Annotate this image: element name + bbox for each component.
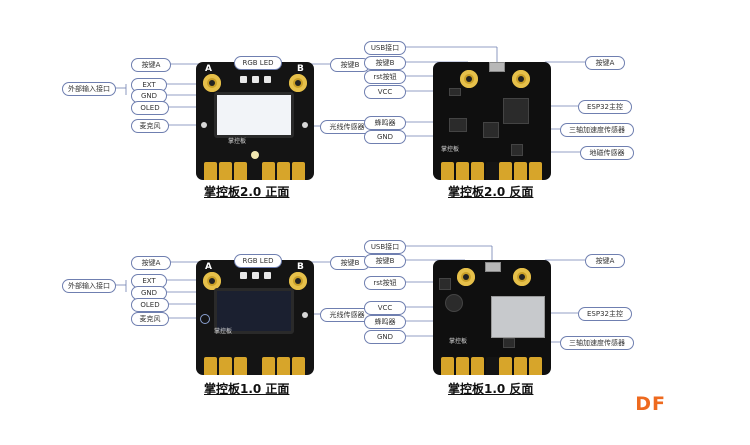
label-mic: 麦克风 <box>131 312 169 326</box>
mic-icon <box>200 314 210 324</box>
brand-silk: 掌控板 <box>228 138 247 145</box>
label-buzzer: 蜂鸣器 <box>364 116 406 130</box>
button-a-icon <box>203 272 221 290</box>
accel-chip <box>483 122 499 138</box>
oled-screen <box>214 92 294 138</box>
brand-silk: 掌控板 <box>441 146 460 153</box>
label-button-a: 按键A <box>585 56 625 70</box>
label-mic: 麦克风 <box>131 119 169 133</box>
label-rst: rst按钮 <box>364 276 406 290</box>
label-vcc: VCC <box>364 85 406 99</box>
label-usb: USB接口 <box>364 41 406 55</box>
label-oled: OLED <box>131 298 169 312</box>
accel-chip <box>503 338 515 348</box>
edge-connector <box>204 355 306 375</box>
button-a-icon <box>203 74 221 92</box>
board-front-1-0: A B 掌控板 <box>196 260 314 375</box>
letter-a: A <box>205 262 212 272</box>
buzzer-chip <box>445 294 463 312</box>
board-back-1-0: 掌控板 <box>433 260 551 375</box>
rgb-led-1 <box>240 272 247 279</box>
button-a-icon <box>512 70 530 88</box>
label-button-a: 按键A <box>585 254 625 268</box>
rgb-led-2 <box>252 76 259 83</box>
label-vcc: VCC <box>364 301 406 315</box>
rgb-led-2 <box>252 272 259 279</box>
button-b-icon <box>460 70 478 88</box>
buzzer-chip <box>449 118 467 132</box>
rst-button <box>439 278 451 290</box>
label-external-input: 外部输入接口 <box>62 279 116 293</box>
label-buzzer: 蜂鸣器 <box>364 315 406 329</box>
caption-front-1-0: 掌控板1.0 正面 <box>204 382 290 396</box>
board-back-2-0: 掌控板 <box>433 62 551 180</box>
label-oled: OLED <box>131 101 169 115</box>
mic-icon <box>201 122 207 128</box>
letter-b: B <box>297 262 304 272</box>
caption-back-2-0: 掌控板2.0 反面 <box>448 185 534 199</box>
esp32-module <box>491 296 545 338</box>
button-b-icon <box>289 74 307 92</box>
label-button-b: 按键B <box>364 56 406 70</box>
light-sensor-icon <box>302 312 308 318</box>
rgb-led-3 <box>264 76 271 83</box>
label-usb: USB接口 <box>364 240 406 254</box>
label-external-input: 外部输入接口 <box>62 82 116 96</box>
vcc-chip <box>449 88 461 96</box>
label-button-a: 按键A <box>131 256 171 270</box>
oled-screen <box>214 288 294 334</box>
button-b-icon <box>457 268 475 286</box>
caption-back-1-0: 掌控板1.0 反面 <box>448 382 534 396</box>
brand-silk: 掌控板 <box>449 338 468 345</box>
letter-a: A <box>205 64 212 74</box>
brand-silk: 掌控板 <box>214 328 233 335</box>
caption-front-2-0: 掌控板2.0 正面 <box>204 185 290 199</box>
usb-port-icon <box>485 262 501 272</box>
geomag-chip <box>511 144 523 156</box>
rgb-led-1 <box>240 76 247 83</box>
esp32-chip <box>503 98 529 124</box>
label-geomag: 地磁传感器 <box>580 146 634 160</box>
label-rgb-led: RGB LED <box>234 254 282 268</box>
label-esp32: ESP32主控 <box>578 100 632 114</box>
usb-port-icon <box>489 62 505 72</box>
edge-connector <box>441 355 543 375</box>
status-led-icon <box>251 151 259 159</box>
label-gnd: GND <box>364 330 406 344</box>
label-gnd: GND <box>364 130 406 144</box>
button-a-icon <box>513 268 531 286</box>
label-esp32: ESP32主控 <box>578 307 632 321</box>
label-rgb-led: RGB LED <box>234 56 282 70</box>
df-logo: DF <box>635 393 666 415</box>
edge-connector <box>204 160 306 180</box>
letter-b: B <box>297 64 304 74</box>
light-sensor-icon <box>302 122 308 128</box>
edge-connector <box>441 160 543 180</box>
label-button-a: 按键A <box>131 58 171 72</box>
label-accel: 三轴加速度传感器 <box>560 123 634 137</box>
label-accel: 三轴加速度传感器 <box>560 336 634 350</box>
button-b-icon <box>289 272 307 290</box>
board-front-2-0: A B 掌控板 <box>196 62 314 180</box>
rgb-led-3 <box>264 272 271 279</box>
label-button-b: 按键B <box>364 254 406 268</box>
label-rst: rst按钮 <box>364 70 406 84</box>
